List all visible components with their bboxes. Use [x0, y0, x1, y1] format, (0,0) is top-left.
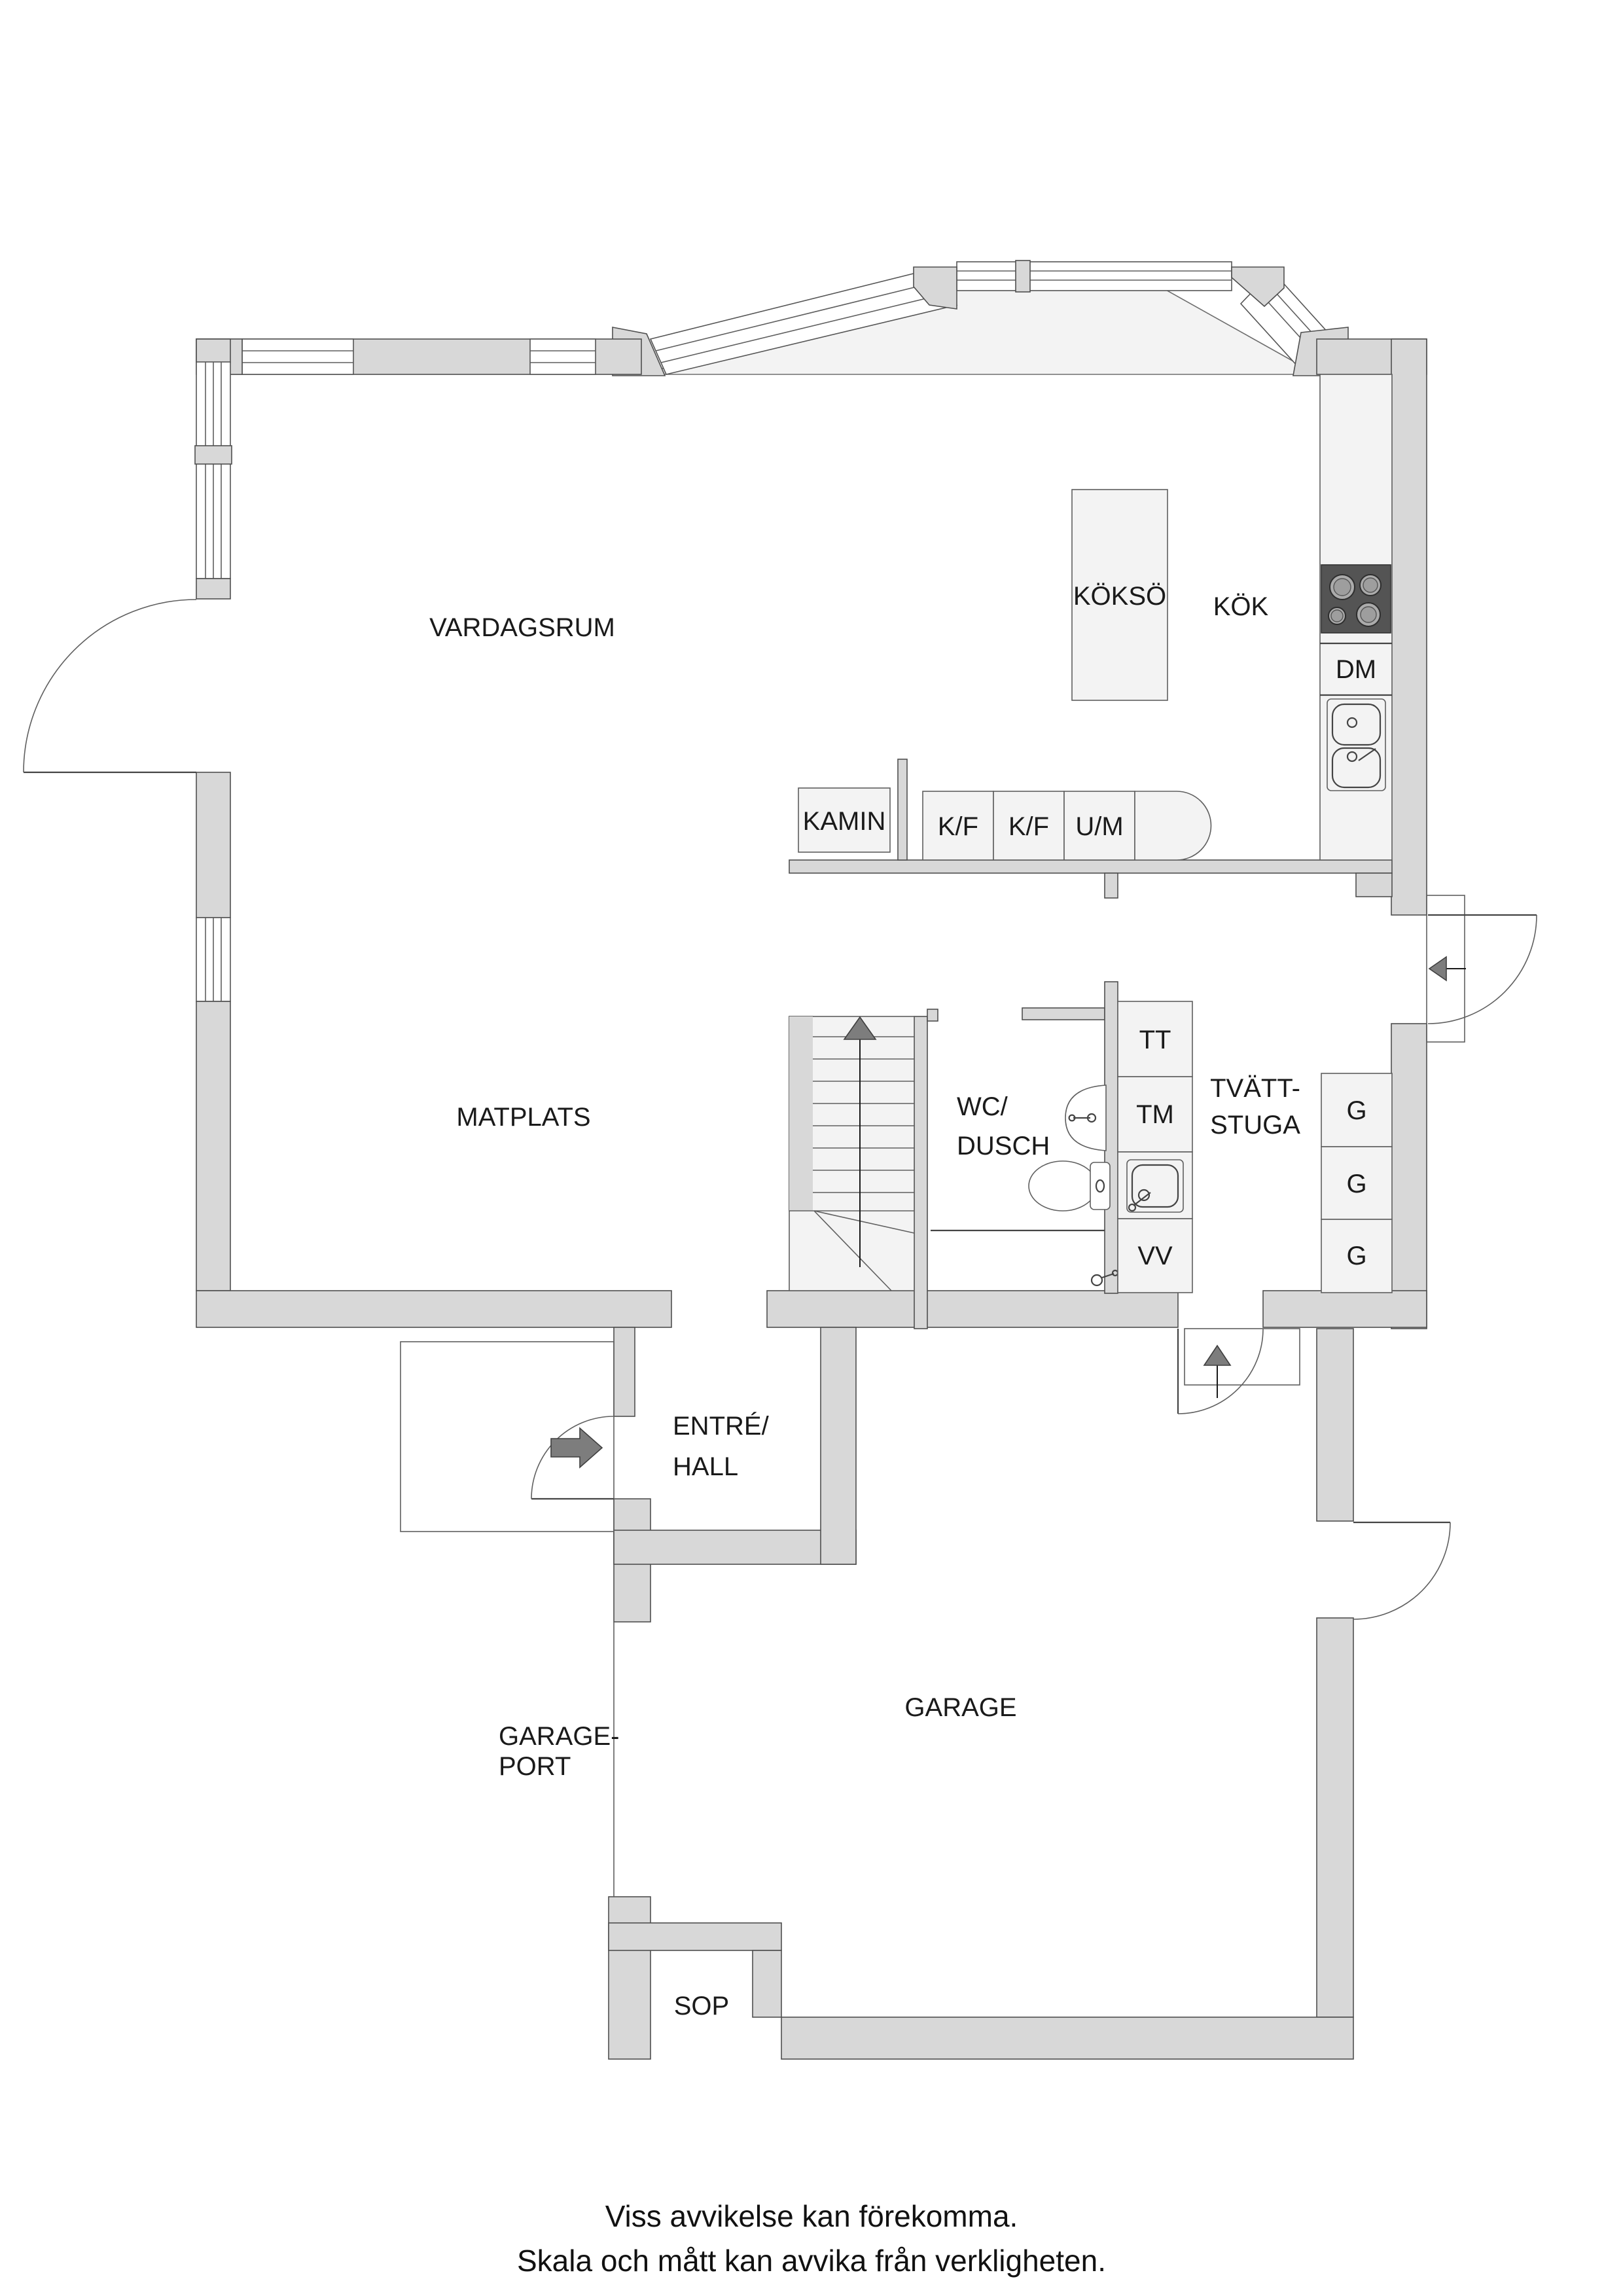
- room-label-wc-line1: WC/: [957, 1092, 1008, 1121]
- appliance-label-tt: TT: [1139, 1026, 1171, 1054]
- doors: [400, 1328, 1451, 1620]
- laundry-exterior-door: [1426, 895, 1537, 1043]
- exterior-walls: [23, 338, 1537, 1329]
- room-label-entre-line2: HALL: [673, 1452, 738, 1481]
- appliance-label-tm: TM: [1136, 1100, 1174, 1129]
- stairs-up-arrow-icon: [843, 1016, 877, 1040]
- laundry-landing: [1184, 1328, 1300, 1386]
- appliance-label-g1: G: [1346, 1096, 1366, 1125]
- wc-dusch: [931, 1085, 1119, 1287]
- stairs: [789, 1016, 915, 1291]
- label-garageport-line2: PORT: [499, 1752, 571, 1781]
- room-label-kok: KÖK: [1213, 592, 1269, 621]
- laundry-garage-door: [1177, 1328, 1300, 1414]
- room-label-entre-line1: ENTRÉ/: [673, 1411, 770, 1441]
- kitchen: [798, 374, 1393, 861]
- fireplace: [798, 787, 891, 853]
- appliance-label-kf2: K/F: [1008, 812, 1049, 841]
- room-label-vardagsrum: VARDAGSRUM: [429, 613, 615, 642]
- wc-top-wall: [1022, 1007, 1105, 1020]
- laundry: [1117, 1001, 1393, 1293]
- interior-walls: [196, 759, 1427, 2060]
- appliance-label-um: U/M: [1075, 812, 1123, 841]
- hall-right-wall: [820, 1327, 857, 1565]
- room-label-garage: GARAGE: [904, 1693, 1016, 1722]
- kitchen-step-block: [1355, 872, 1393, 897]
- labels: VARDAGSRUM MATPLATS KÖKSÖ KÖK DM KAMIN K…: [429, 582, 1376, 2020]
- kitchen-sink-icon: [1327, 698, 1386, 791]
- top-window-2: [529, 338, 596, 375]
- door-direction-arrow-icon: [1428, 956, 1447, 982]
- room-label-koksoe: KÖKSÖ: [1073, 582, 1166, 611]
- appliance-label-dm: DM: [1336, 655, 1376, 684]
- appliance-label-g3: G: [1346, 1242, 1366, 1270]
- disclaimer-line2: Skala och mått kan avvika från verklighe…: [517, 2244, 1106, 2278]
- appliance-label-g2: G: [1346, 1170, 1366, 1198]
- bay-window-mullion: [1015, 260, 1031, 293]
- room-label-wc-line2: DUSCH: [957, 1132, 1050, 1160]
- cabinet-round-end: [1134, 791, 1212, 861]
- disclaimer: Viss avvikelse kan förekomma. Skala och …: [517, 2199, 1106, 2278]
- bay-corner-post: [1231, 266, 1285, 308]
- garage-bottom-wall: [781, 2017, 1354, 2060]
- room-label-sop: SOP: [674, 1992, 729, 2020]
- bay-top-window: [956, 261, 1232, 291]
- kitchen-island: [1071, 489, 1168, 701]
- room-label-matplats: MATPLATS: [456, 1103, 590, 1132]
- toilet-icon: [1028, 1160, 1111, 1211]
- appliance-label-vv: VV: [1137, 1242, 1173, 1270]
- bay-corner-post: [913, 266, 957, 310]
- left-window-mullion: [194, 445, 232, 465]
- room-label-tvatt-line2: STUGA: [1210, 1111, 1300, 1139]
- label-garageport-line1: GARAGE-: [499, 1722, 619, 1751]
- laundry-sink-icon: [1126, 1159, 1184, 1213]
- entry-arrow-icon: [550, 1427, 603, 1469]
- fixture-label-kamin: KAMIN: [803, 807, 886, 836]
- bay-window: [612, 260, 1349, 376]
- wc-laundry-wall: [1104, 872, 1118, 899]
- washbasin-icon: [1065, 1085, 1107, 1151]
- hall-bottom-wall: [613, 1530, 857, 1565]
- top-window-1: [241, 338, 354, 375]
- appliance-label-kf1: K/F: [938, 812, 978, 841]
- disclaimer-line1: Viss avvikelse kan förekomma.: [605, 2199, 1018, 2233]
- terrace-door: [23, 599, 197, 774]
- step-up-arrow-icon: [1203, 1344, 1232, 1366]
- garage-side-door: [1353, 1521, 1451, 1620]
- porch-slab: [400, 1341, 615, 1532]
- room-label-tvatt-line1: TVÄTT-: [1210, 1074, 1300, 1103]
- kamin-wall-stub: [897, 759, 908, 861]
